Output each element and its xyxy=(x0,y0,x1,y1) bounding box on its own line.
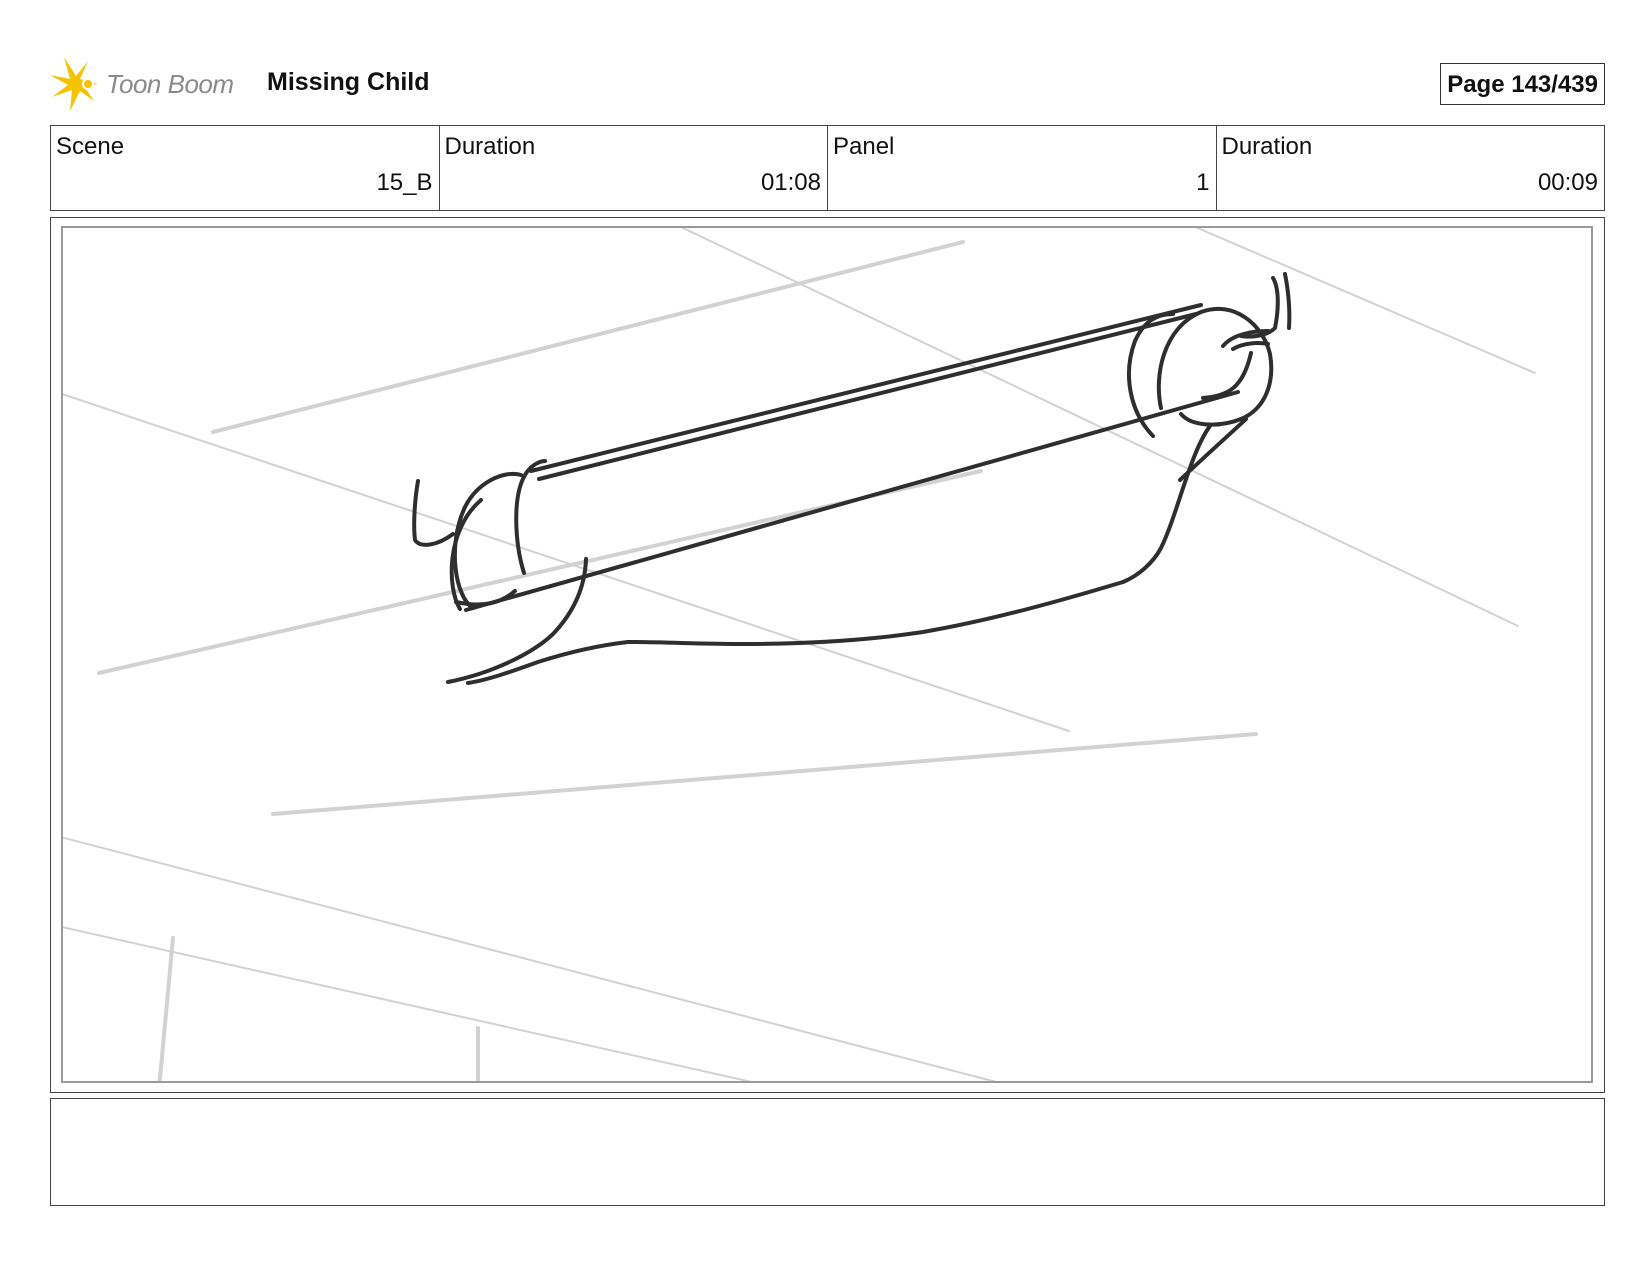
starburst-icon xyxy=(50,57,98,111)
panel-notes xyxy=(50,1098,1605,1206)
scene-label: Scene xyxy=(56,133,125,160)
project-title: Missing Child xyxy=(267,68,430,96)
page-indicator: Page 143/439 xyxy=(1440,63,1605,105)
scene-duration-cell: Duration 01:08 xyxy=(440,126,828,210)
perspective-guidelines xyxy=(63,228,1536,1081)
scene-value: 15_B xyxy=(376,169,433,196)
storyboard-panel xyxy=(50,217,1605,1093)
panel-cell: Panel 1 xyxy=(828,126,1217,210)
scene-duration-value: 01:08 xyxy=(760,169,821,196)
panel-duration-value: 00:09 xyxy=(1537,169,1598,196)
light-fixture-sketch xyxy=(412,272,1292,685)
panel-drawing-area xyxy=(61,226,1593,1083)
panel-sketch xyxy=(63,228,1536,1081)
panel-duration-cell: Duration 00:09 xyxy=(1217,126,1605,210)
toon-boom-logo: Toon Boom xyxy=(50,57,234,111)
page-header: Toon Boom Missing Child Page 143/439 xyxy=(50,55,1605,115)
panel-value: 1 xyxy=(1196,169,1210,196)
logo-text: Toon Boom xyxy=(106,68,234,99)
panel-label: Panel xyxy=(833,133,895,160)
background-guidelines xyxy=(97,240,1258,1081)
scene-info-table: Scene 15_B Duration 01:08 Panel 1 Durati… xyxy=(50,125,1605,211)
panel-duration-label: Duration xyxy=(1221,133,1313,160)
scene-duration-label: Duration xyxy=(444,133,536,160)
scene-cell: Scene 15_B xyxy=(51,126,440,210)
